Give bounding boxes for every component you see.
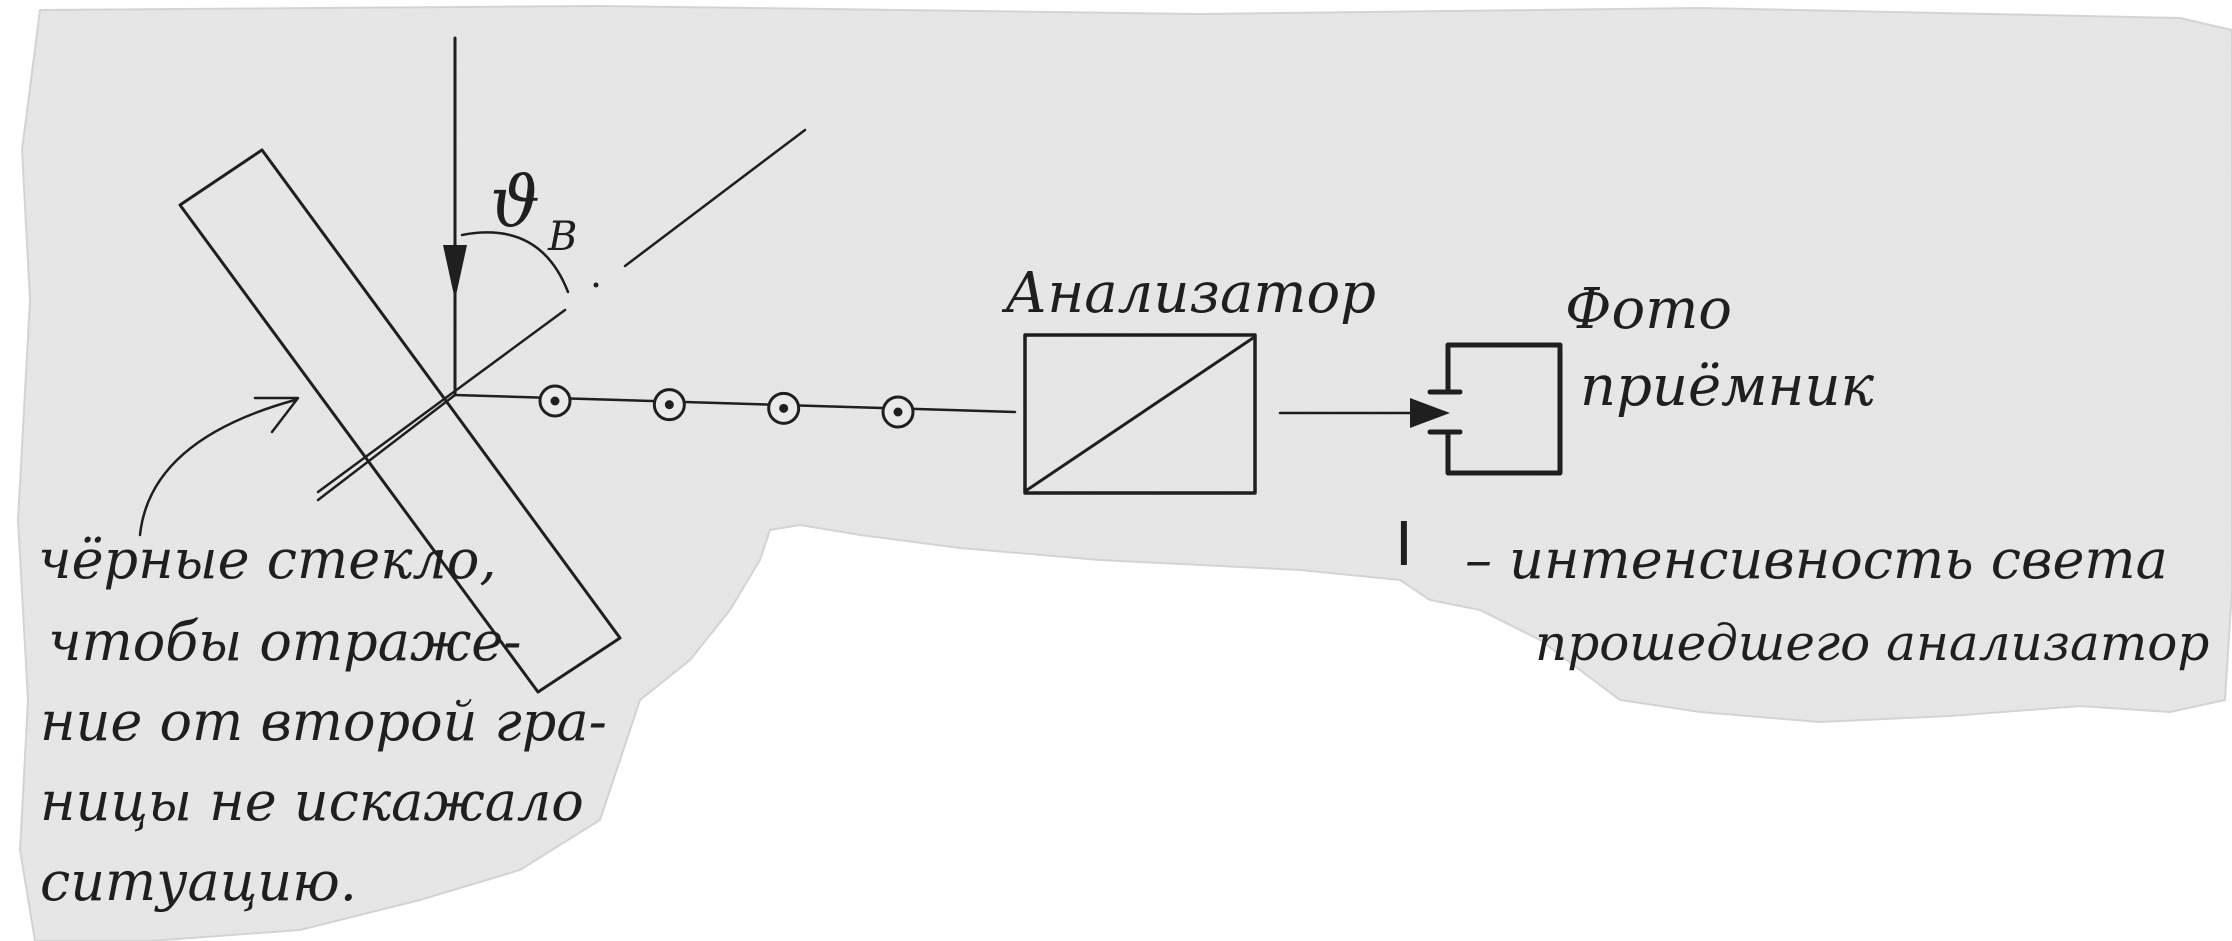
incident-arrow-icon	[443, 245, 467, 300]
glass-pointer-arrow-icon	[253, 396, 300, 434]
angle-subscript: B	[547, 214, 577, 260]
surface-normal-lower	[316, 393, 457, 502]
glass-note-line5: ситуацию.	[40, 850, 357, 913]
glass-note-line1: чёрные стекло,	[38, 528, 497, 591]
transmitted-arrow-icon	[1410, 398, 1450, 428]
brewster-angle-arc	[460, 231, 570, 294]
intensity-desc-line1: – интенсивность света	[1465, 528, 2168, 591]
glass-note-line3: ние от второй гра-	[40, 690, 607, 753]
polarization-marker-dot	[893, 407, 903, 417]
polarization-marker-dot	[664, 400, 674, 410]
surface-normal	[316, 308, 567, 494]
glass-note-line4: ницы не искажало	[40, 770, 584, 833]
analyzer-box	[1023, 333, 1257, 495]
polarization-marker-dot	[779, 403, 789, 413]
glass-note-line2: чтобы отраже-	[48, 610, 521, 673]
polarization-marker-dot	[550, 396, 560, 406]
surface-normal-ext	[623, 128, 807, 268]
photodetector-label-line2: приёмник	[1580, 354, 1875, 419]
black-glass-plate	[178, 148, 622, 694]
angle-dot	[593, 282, 599, 288]
photodetector-label-line1: Фото	[1565, 277, 1732, 342]
intensity-symbol: I	[1395, 507, 1413, 579]
analyzer-diagonal	[1025, 336, 1255, 492]
glass-pointer-arrow	[138, 398, 297, 537]
polarization-markers	[538, 384, 915, 429]
analyzer-label: Анализатор	[1001, 261, 1376, 326]
angle-symbol: ϑ	[490, 161, 540, 243]
paper-sheet	[16, 4, 2232, 941]
intensity-desc-line2: прошедшего анализатор	[1535, 614, 2209, 672]
photodetector-icon	[1427, 342, 1563, 476]
